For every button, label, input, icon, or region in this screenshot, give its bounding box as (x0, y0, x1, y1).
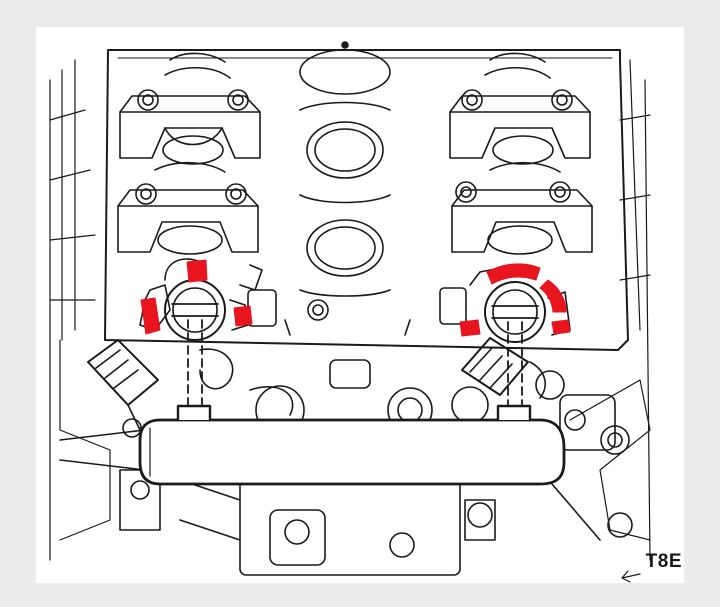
right-mark-3 (459, 319, 481, 337)
left-mark-3 (233, 305, 253, 327)
right-camshaft-slot (439, 267, 571, 343)
engine-block-outline (49, 59, 651, 576)
left-mark-2 (140, 297, 161, 335)
left-bearing-cap-lower (117, 161, 259, 255)
left-camshaft-slot (139, 258, 277, 341)
right-bearing-cap-upper (449, 52, 591, 165)
camshaft-alignment-tool (138, 404, 566, 486)
pointer-arrow (621, 570, 641, 583)
engine-diagram: T8E (36, 27, 684, 583)
right-mark-4 (551, 319, 571, 335)
left-mark-1 (186, 259, 208, 283)
right-mark-2 (539, 279, 567, 313)
gasket-openings (284, 49, 411, 336)
right-connector (461, 337, 565, 400)
right-mark-1 (486, 263, 541, 285)
right-bearing-cap-lower (451, 161, 593, 255)
left-bearing-cap-upper (119, 52, 261, 165)
alignment-marks (140, 259, 571, 337)
guide-lines (187, 319, 523, 409)
cylinder-head-gasket (104, 41, 629, 351)
figure-code-label: T8E (645, 551, 682, 572)
